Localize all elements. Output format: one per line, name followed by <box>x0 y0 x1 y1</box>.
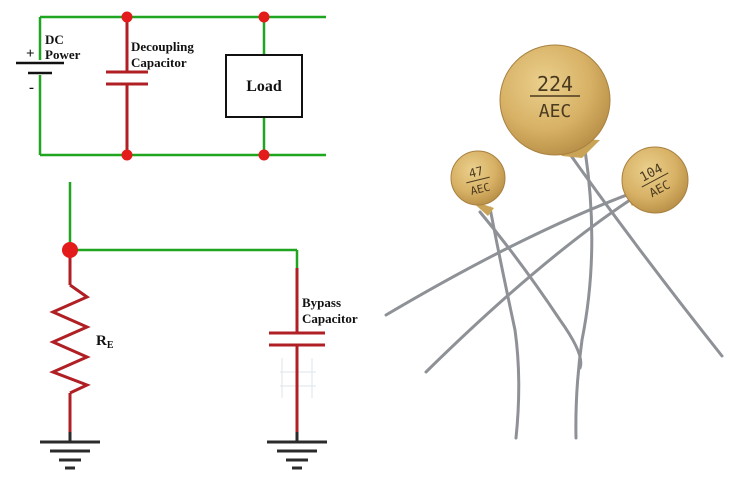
decoupling-capacitor-symbol <box>106 17 148 155</box>
re-label-main: R <box>96 333 107 349</box>
lead-wire <box>424 198 632 374</box>
battery-plus-sign: + <box>26 46 35 62</box>
top-nodes <box>121 11 270 161</box>
load-label: Load <box>246 78 282 95</box>
top-wires <box>38 15 326 157</box>
cap-small-value: 47 <box>467 164 484 181</box>
load-box <box>225 54 303 118</box>
decoupling-label-line2: Capacitor <box>131 55 187 70</box>
ground-symbol-right <box>267 432 327 470</box>
battery-minus-sign: - <box>29 80 34 96</box>
junction-dot <box>258 149 270 161</box>
junction-dot <box>62 242 78 258</box>
lead-wire <box>488 206 521 440</box>
lead-wire <box>558 138 724 358</box>
capacitor-right: 104 AEC <box>621 146 689 214</box>
cap-large-maker: AEC <box>539 101 572 122</box>
cap-large-value: 224 <box>537 72 573 96</box>
dc-power-label-line2: Power <box>45 47 81 62</box>
cap-small-maker: AEC <box>469 181 491 198</box>
bypass-wires <box>68 182 299 268</box>
battery-symbol <box>16 61 64 75</box>
bypass-label-line2: Capacitor <box>302 311 358 326</box>
decoupling-label-line1: Decoupling <box>131 39 194 54</box>
ground-symbol-left <box>40 432 100 470</box>
decoupling-circuit: + - DC Power Decoupling Capacitor Load <box>16 11 326 161</box>
dc-power-label-line1: DC <box>45 32 64 47</box>
resistor-re-symbol <box>49 250 91 432</box>
capacitor-leads <box>384 138 724 440</box>
junction-dot <box>121 149 133 161</box>
re-label: RE <box>96 333 114 351</box>
junction-dot <box>121 11 133 23</box>
capacitor-large: 224 AEC <box>499 44 611 158</box>
junction-dot <box>258 11 270 23</box>
ceramic-capacitors-photo: 47 AEC 104 AEC 224 AEC <box>384 44 724 440</box>
capacitor-small: 47 AEC <box>450 150 506 216</box>
bypass-label-line1: Bypass <box>302 295 341 310</box>
re-label-subscript: E <box>107 340 114 351</box>
bypass-capacitor-symbol <box>269 268 325 432</box>
bypass-circuit: RE Bypass Capacitor <box>40 182 358 470</box>
lead-wire <box>384 188 642 317</box>
lead-wire <box>574 148 594 440</box>
